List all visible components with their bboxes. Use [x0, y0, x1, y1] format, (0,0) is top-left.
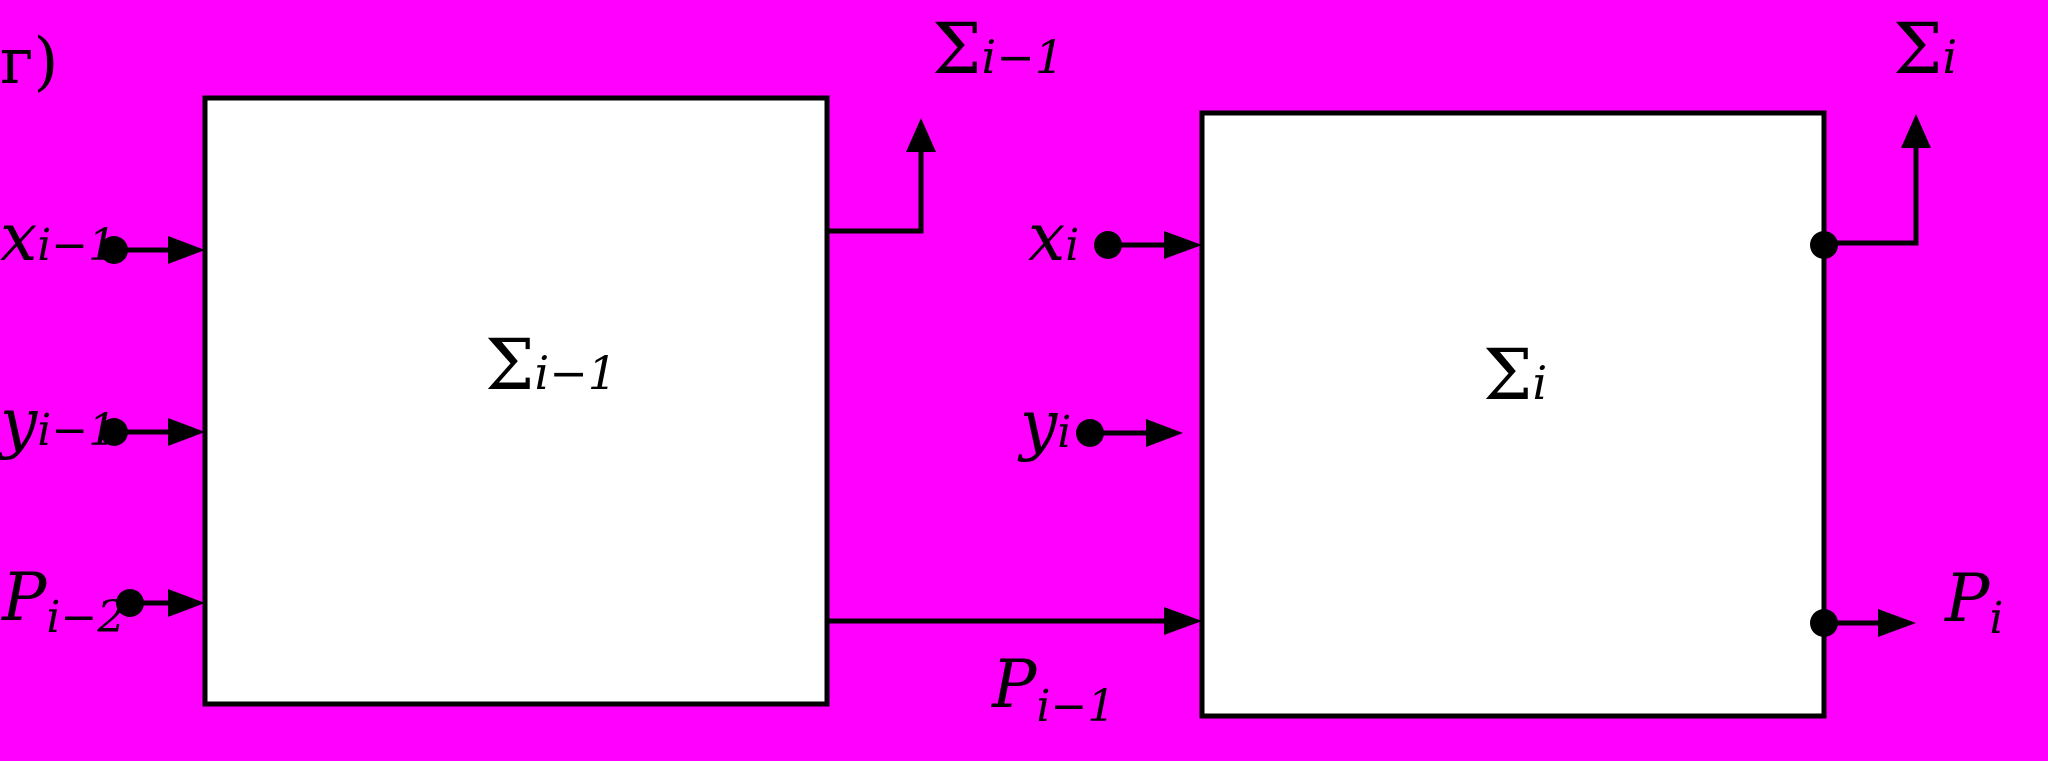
input-y-label: yi	[1020, 392, 1071, 458]
input-carry-prev2-label: Pi−2	[2, 565, 125, 640]
input-x-prev-wire	[100, 236, 205, 264]
left-sum-output-main: Σ	[932, 8, 982, 90]
input-x-sub: i	[1065, 220, 1080, 271]
input-x-label: xi	[1028, 205, 1079, 271]
carry-output-wire	[1810, 609, 1916, 637]
left-block-label-main: Σ	[485, 324, 535, 406]
carry-output-label: Pi	[1945, 566, 2004, 641]
right-block-label: Σi	[1483, 340, 1547, 410]
right-adder-block	[1199, 110, 1827, 719]
input-y-prev-wire	[100, 418, 205, 446]
input-y-main: y	[1020, 386, 1058, 463]
input-carry-prev2-sub: i−2	[46, 592, 126, 643]
input-y-prev-label: yi−1	[0, 390, 116, 456]
carry-between-label: Pi−1	[992, 652, 1115, 729]
left-block-label: Σi−1	[485, 330, 617, 400]
left-sum-output-wire	[827, 118, 936, 234]
right-block-label-main: Σ	[1483, 334, 1533, 416]
input-carry-prev2-main: P	[2, 559, 47, 636]
left-adder-block	[202, 95, 830, 707]
left-sum-output-sub: i−1	[981, 30, 1065, 84]
left-sum-output-label: Σi−1	[932, 14, 1064, 84]
carry-output-main: P	[1945, 560, 1990, 637]
input-x-prev-main: x	[0, 199, 38, 276]
input-carry-prev2-wire	[116, 589, 205, 617]
input-x-main: x	[1028, 199, 1066, 276]
input-y-prev-sub: i−1	[37, 405, 117, 456]
right-sum-output-main: Σ	[1893, 8, 1943, 90]
input-y-sub: i	[1057, 407, 1072, 458]
input-x-prev-label: xi−1	[0, 205, 116, 271]
right-sum-output-wire	[1810, 114, 1931, 259]
left-block-label-sub: i−1	[534, 346, 618, 400]
carry-between-main: P	[992, 646, 1037, 723]
panel-letter: г)	[0, 25, 59, 99]
right-sum-output-sub: i	[1942, 30, 1958, 84]
right-block-label-sub: i	[1532, 356, 1548, 410]
carry-between-sub: i−1	[1036, 681, 1116, 732]
input-x-wire	[1094, 231, 1202, 259]
input-y-wire	[1076, 419, 1183, 447]
carry-output-sub: i	[1989, 593, 2004, 644]
right-sum-output-label: Σi	[1893, 14, 1957, 84]
input-y-prev-main: y	[0, 384, 38, 461]
input-x-prev-sub: i−1	[37, 220, 117, 271]
carry-between-wire	[827, 607, 1202, 635]
